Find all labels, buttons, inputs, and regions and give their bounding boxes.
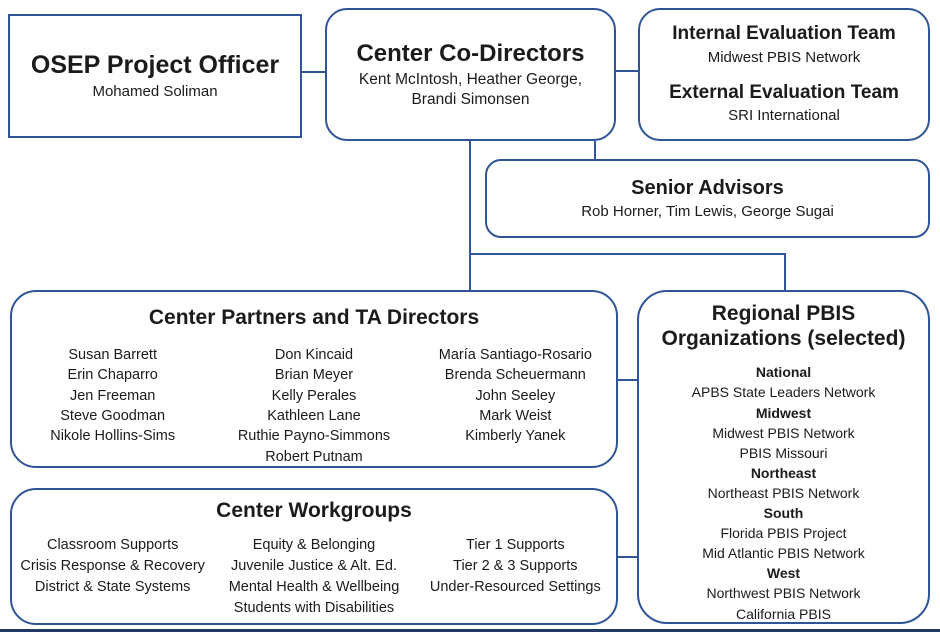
senior-advisors-box: Senior Advisors Rob Horner, Tim Lewis, G… [485,159,930,238]
partner-name: Steve Goodman [60,408,166,425]
regional-org-item: Midwest PBIS Network [712,424,855,441]
senior-advisors-title: Senior Advisors [631,176,784,199]
osep-subtitle: Mohamed Soliman [92,82,218,100]
regional-org-item: Midwest [755,404,812,421]
co-directors-names: Kent McIntosh, Heather George, Brandi Si… [358,71,583,108]
partner-name: Kelly Perales [271,387,357,404]
workgroup-name: Mental Health & Wellbeing [228,579,400,596]
workgroup-name: Tier 1 Supports [466,537,565,554]
partner-name: Robert Putnam [265,448,363,465]
center-partners-title: Center Partners and TA Directors [148,306,480,329]
partner-name: Ruthie Payno-Simmons [237,428,391,445]
workgroup-name: Tier 2 & 3 Supports [453,558,578,575]
partner-name: Nikole Hollins-Sims [50,428,176,445]
connector-mid-horizontal [469,253,786,255]
external-evaluation-group: External Evaluation Team SRI Internation… [669,82,899,127]
internal-evaluation-group: Internal Evaluation Team Midwest PBIS Ne… [672,23,895,68]
external-evaluation-title: External Evaluation Team [669,81,899,103]
workgroup-name: Equity & Belonging [252,537,376,554]
regional-org-item: Northeast PBIS Network [707,484,860,501]
internal-evaluation-subtitle: Midwest PBIS Network [707,48,861,66]
partner-name: Susan Barrett [68,347,157,364]
connector-workgroups-regional [618,556,637,558]
regional-org-item: PBIS Missouri [739,444,828,461]
partner-name: Kimberly Yanek [465,428,566,445]
partner-name: Kathleen Lane [267,408,361,425]
workgroup-name: Crisis Response & Recovery [20,558,205,575]
connector-codirectors-evaluation [616,70,638,72]
connector-down-to-regional [784,253,786,290]
partner-name: Mark Weist [479,408,552,425]
partner-name: Erin Chaparro [67,367,158,384]
osep-project-officer-box: OSEP Project Officer Mohamed Soliman [8,14,302,138]
regional-org-item: Florida PBIS Project [720,525,847,542]
co-directors-title: Center Co-Directors [356,39,585,67]
regional-org-item: APBS State Leaders Network [691,384,876,401]
partner-name: María Santiago-Rosario [438,347,592,364]
partner-name: Jen Freeman [69,387,156,404]
osep-title: OSEP Project Officer [30,50,280,79]
partner-name: Don Kincaid [274,347,354,364]
center-partners-box: Center Partners and TA Directors Susan B… [10,290,618,468]
regional-org-item: Northeast [750,464,817,481]
workgroup-name: Under-Resourced Settings [429,579,601,596]
center-workgroups-title: Center Workgroups [216,499,412,522]
connector-partners-regional [618,379,637,381]
senior-advisors-names: Rob Horner, Tim Lewis, George Sugai [581,202,834,220]
connector-codirectors-senior-advisors [594,141,596,159]
bottom-rule [0,629,940,632]
center-co-directors-box: Center Co-Directors Kent McIntosh, Heath… [325,8,616,141]
workgroup-name: Students with Disabilities [233,600,395,617]
regional-org-item: West [766,565,801,582]
regional-org-item: Mid Atlantic PBIS Network [702,545,865,562]
internal-evaluation-title: Internal Evaluation Team [672,22,896,44]
partner-name: Brenda Scheuermann [444,367,586,384]
partner-name: John Seeley [475,387,556,404]
regional-pbis-title: Regional PBIS Organizations (selected) [661,302,906,351]
connector-codirectors-partners-vertical [469,140,471,290]
regional-org-item: Northwest PBIS Network [706,585,861,602]
partner-name: Brian Meyer [274,367,354,384]
workgroup-name: Juvenile Justice & Alt. Ed. [230,558,397,575]
workgroup-name: District & State Systems [34,579,191,596]
connector-osep-codirectors [302,71,325,73]
external-evaluation-subtitle: SRI International [728,107,840,125]
evaluation-teams-box: Internal Evaluation Team Midwest PBIS Ne… [638,8,930,141]
regional-org-item: National [755,364,812,381]
workgroup-name: Classroom Supports [46,537,179,554]
regional-pbis-box: Regional PBIS Organizations (selected) N… [637,290,930,624]
regional-org-item: South [763,505,804,522]
regional-org-item: California PBIS [736,605,831,622]
